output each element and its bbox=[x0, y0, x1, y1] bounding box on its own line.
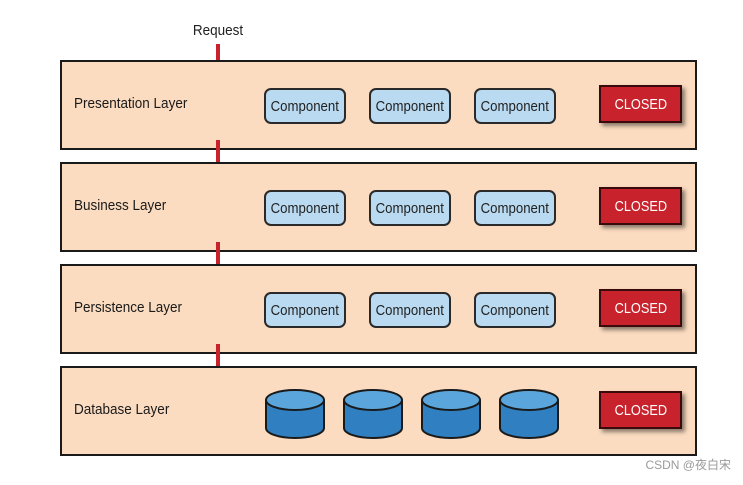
closed-badge: CLOSED bbox=[599, 391, 682, 429]
closed-badge: CLOSED bbox=[599, 187, 682, 225]
persistence-layer: Persistence Layer Component Component Co… bbox=[60, 264, 697, 354]
component-box: Component bbox=[474, 190, 556, 226]
layer-title: Database Layer bbox=[74, 401, 170, 418]
component-box: Component bbox=[474, 88, 556, 124]
layer-title: Persistence Layer bbox=[74, 299, 183, 316]
layer-title: Business Layer bbox=[74, 197, 167, 214]
component-box: Component bbox=[369, 292, 451, 328]
database-layer: Database Layer CLOSED bbox=[60, 366, 697, 456]
component-box: Component bbox=[369, 88, 451, 124]
database-icon bbox=[343, 389, 403, 439]
component-box: Component bbox=[474, 292, 556, 328]
request-label: Request bbox=[192, 22, 244, 39]
presentation-layer: Presentation Layer Component Component C… bbox=[60, 60, 697, 150]
database-icon bbox=[265, 389, 325, 439]
database-icon bbox=[421, 389, 481, 439]
business-layer: Business Layer Component Component Compo… bbox=[60, 162, 697, 252]
component-box: Component bbox=[264, 190, 346, 226]
database-icon bbox=[499, 389, 559, 439]
component-box: Component bbox=[264, 292, 346, 328]
closed-badge: CLOSED bbox=[599, 85, 682, 123]
watermark: CSDN @夜白宋 bbox=[645, 458, 731, 472]
component-box: Component bbox=[264, 88, 346, 124]
component-box: Component bbox=[369, 190, 451, 226]
layer-title: Presentation Layer bbox=[74, 95, 188, 112]
closed-badge: CLOSED bbox=[599, 289, 682, 327]
